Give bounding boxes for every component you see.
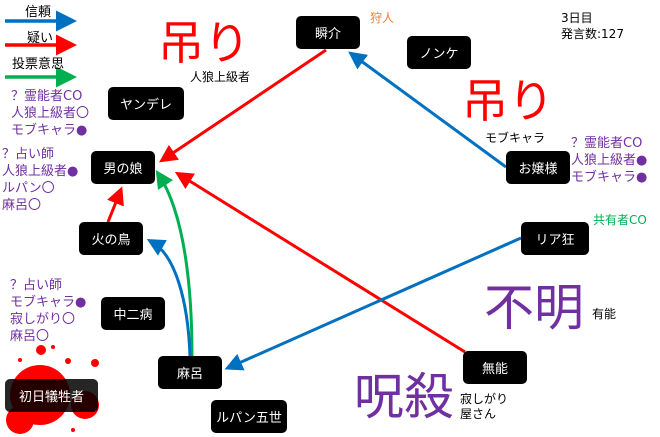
status-hanged-2: 吊り bbox=[462, 74, 554, 128]
note-line: 人狼上級者● bbox=[2, 164, 79, 179]
sharer-tag: 共有者CO bbox=[593, 213, 647, 227]
node-hinotori[interactable]: 火の鳥 bbox=[79, 222, 143, 255]
legend-vote-label: 投票意思 bbox=[12, 57, 65, 72]
legend-doubt-label: 疑い bbox=[27, 31, 54, 46]
node-ojousama[interactable]: お嬢様 bbox=[506, 151, 570, 184]
post-count: 発言数:127 bbox=[561, 27, 624, 41]
arrow-munou-doubts-otokonoko bbox=[174, 171, 466, 354]
note-line: ？霊能者CO bbox=[571, 136, 643, 151]
note-line: ？占い師 bbox=[2, 147, 55, 162]
game-info: 3日目 発言数:127 bbox=[561, 10, 624, 42]
unknown-name: 有能 bbox=[592, 307, 617, 321]
note-line: ？占い師 bbox=[10, 278, 63, 293]
arrow-ojousama-trusts-shunsuke bbox=[348, 51, 507, 169]
cursed-name-line1: 寂しがり bbox=[460, 392, 509, 406]
status-cursed: 呪殺 bbox=[354, 368, 454, 426]
note-line: モブキャラ● bbox=[11, 123, 88, 138]
notes-yandere: ？霊能者CO 人狼上級者〇 モブキャラ● bbox=[11, 88, 89, 139]
notes-otokonoko: ？占い師 人狼上級者● ルパン〇 麻呂〇 bbox=[2, 146, 78, 214]
hanged-name-2: モブキャラ bbox=[485, 131, 546, 145]
node-munou[interactable]: 無能 bbox=[463, 351, 527, 384]
node-first-victim[interactable]: 初日犠牲者 bbox=[5, 379, 98, 412]
arrow-maro-trusts-hinotori bbox=[146, 239, 192, 357]
legend-trust-label: 信頼 bbox=[25, 5, 52, 20]
arrow-shunsuke-doubts-otokonoko bbox=[159, 48, 327, 163]
arrow-riakyou-trusts-maro bbox=[224, 236, 522, 371]
cursed-name: 寂しがり 屋さん bbox=[460, 392, 508, 422]
node-shunsuke[interactable]: 瞬介 bbox=[296, 16, 360, 49]
cursed-name-line2: 屋さん bbox=[460, 407, 497, 421]
note-line: モブキャラ● bbox=[571, 170, 648, 185]
node-chuunibyou[interactable]: 中二病 bbox=[101, 297, 165, 330]
node-lupin[interactable]: ルパン五世 bbox=[211, 400, 287, 433]
hunter-tag: 狩人 bbox=[370, 11, 395, 25]
notes-ojousama: ？霊能者CO 人狼上級者● モブキャラ● bbox=[571, 135, 647, 186]
status-unknown: 不明 bbox=[484, 279, 584, 337]
note-line: ルパン〇 bbox=[2, 181, 55, 196]
node-maro[interactable]: 麻呂 bbox=[158, 356, 222, 389]
note-line: 麻呂〇 bbox=[2, 198, 42, 213]
hanged-name-1: 人狼上級者 bbox=[190, 70, 251, 84]
node-yandere[interactable]: ヤンデレ bbox=[108, 87, 184, 120]
note-line: 人狼上級者● bbox=[571, 153, 648, 168]
day-label: 3日目 bbox=[561, 11, 593, 25]
node-nonke[interactable]: ノンケ bbox=[407, 36, 471, 69]
node-otokonoko[interactable]: 男の娘 bbox=[91, 151, 155, 184]
note-line: 寂しがり〇 bbox=[10, 312, 76, 327]
note-line: モブキャラ● bbox=[10, 295, 87, 310]
notes-chuunibyou: ？占い師 モブキャラ● 寂しがり〇 麻呂〇 bbox=[10, 277, 86, 345]
node-riakyou[interactable]: リア狂 bbox=[521, 222, 589, 255]
note-line: 麻呂〇 bbox=[10, 329, 50, 344]
arrow-hinotori-doubts-otokonoko bbox=[106, 186, 124, 223]
status-hanged-1: 吊り bbox=[158, 16, 250, 70]
note-line: ？霊能者CO bbox=[11, 89, 83, 104]
arrow-maro-votes-otokonoko bbox=[155, 169, 194, 357]
note-line: 人狼上級者〇 bbox=[11, 106, 90, 121]
